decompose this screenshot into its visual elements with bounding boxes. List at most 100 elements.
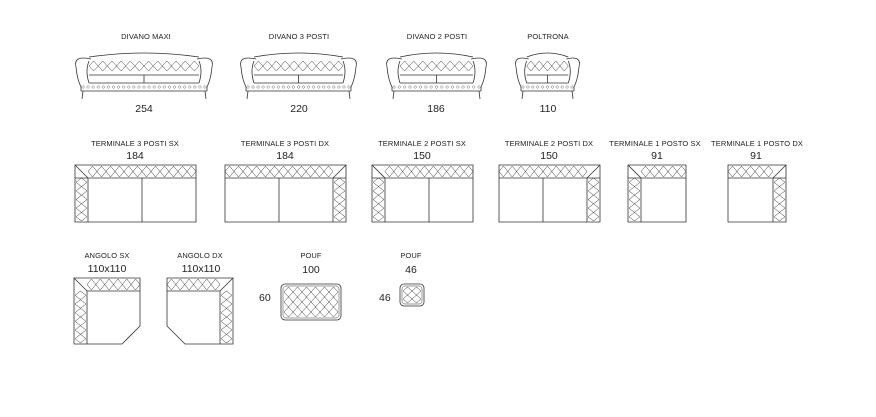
corner-sx xyxy=(73,277,141,345)
front-view-poltrona xyxy=(516,53,580,99)
sofa-leg xyxy=(522,91,523,99)
front-view-width: 110 xyxy=(539,103,557,115)
terminal-width: 91 xyxy=(750,150,762,162)
terminal-5 xyxy=(628,165,686,222)
tufting xyxy=(334,178,345,221)
tufting xyxy=(499,166,587,177)
corner-inner xyxy=(167,291,220,344)
sofa-leg xyxy=(349,91,350,99)
tufting xyxy=(385,166,473,177)
terminal-width: 91 xyxy=(651,150,663,162)
terminal-width: 184 xyxy=(126,150,144,162)
sofa-arm-right xyxy=(566,58,579,87)
terminal-width: 184 xyxy=(276,150,294,162)
corner-name: ANGOLO SX xyxy=(84,251,130,260)
terminal-outline xyxy=(628,165,686,222)
corner-outline xyxy=(73,277,141,345)
tufting xyxy=(641,166,686,177)
tufting xyxy=(88,166,196,177)
terminal-width: 150 xyxy=(413,150,431,162)
front-view-name: DIVANO MAXI xyxy=(121,32,171,41)
sofa-back xyxy=(254,53,343,57)
sofa-arm-left xyxy=(76,58,91,87)
terminal-outline xyxy=(225,165,346,222)
sofa-arm-left xyxy=(241,58,256,87)
terminal-outline xyxy=(75,165,196,222)
front-view-width: 254 xyxy=(135,103,153,115)
terminal-name: TERMINALE 3 POSTI SX xyxy=(91,139,179,148)
terminal-name: TERMINALE 2 POSTI SX xyxy=(378,139,466,148)
sofa-arm-right xyxy=(471,58,486,87)
sofa-back xyxy=(527,53,569,57)
terminal-2 xyxy=(225,165,346,222)
corner-inner xyxy=(87,291,140,344)
corner-dx xyxy=(166,277,234,345)
terminal-name: TERMINALE 1 POSTO SX xyxy=(609,139,701,148)
sofa-tufting xyxy=(254,61,343,71)
tufting xyxy=(373,178,384,221)
front-view-name: DIVANO 2 POSTI xyxy=(406,32,468,41)
sofa-arm-right xyxy=(341,58,356,87)
terminal-outline xyxy=(728,165,786,222)
tufting xyxy=(221,291,232,343)
pouf-outline xyxy=(400,284,424,306)
pouf-width: 46 xyxy=(405,264,417,276)
pouf-name: POUF xyxy=(400,251,422,260)
terminal-4 xyxy=(499,165,600,222)
tufting xyxy=(728,166,773,177)
pouf-name: POUF xyxy=(300,251,322,260)
terminal-6 xyxy=(728,165,786,222)
terminal-1 xyxy=(75,165,196,222)
sofa-leg xyxy=(572,91,573,99)
tufting xyxy=(87,279,140,290)
pouf-width: 100 xyxy=(302,264,320,276)
tufting xyxy=(75,291,86,343)
terminal-width: 150 xyxy=(540,150,558,162)
terminal-name: TERMINALE 1 POSTO DX xyxy=(711,139,803,148)
sofa-back xyxy=(400,53,473,57)
front-view-name: DIVANO 3 POSTI xyxy=(268,32,330,41)
sofa-tufting xyxy=(527,61,569,71)
corner-size: 110x110 xyxy=(181,263,221,275)
front-view-divano-maxi xyxy=(76,53,213,99)
sofa-leg xyxy=(205,91,206,99)
sofa-tufting xyxy=(400,61,473,71)
sofa-leg xyxy=(393,91,394,99)
sofa-arm-left xyxy=(516,58,529,87)
sofa-arm-right xyxy=(197,58,212,87)
tufting xyxy=(588,178,599,221)
terminal-outline xyxy=(372,165,473,222)
pouf-small xyxy=(400,284,424,306)
terminal-name: TERMINALE 3 POSTI DX xyxy=(240,139,330,148)
front-view-width: 220 xyxy=(290,103,308,115)
pouf-depth: 46 xyxy=(379,292,391,304)
terminal-name: TERMINALE 2 POSTI DX xyxy=(504,139,594,148)
front-view-width: 186 xyxy=(427,103,445,115)
front-view-name: POLTRONA xyxy=(527,32,569,41)
terminal-3 xyxy=(372,165,473,222)
sofa-leg xyxy=(82,91,83,99)
sofa-tufting xyxy=(89,61,199,71)
tufting xyxy=(403,287,421,303)
sofa-leg xyxy=(247,91,248,99)
front-view-divano-3-posti xyxy=(241,53,357,99)
tufting xyxy=(774,178,785,221)
tufting xyxy=(225,166,333,177)
corner-name: ANGOLO DX xyxy=(177,251,223,260)
front-view-divano-2-posti xyxy=(387,53,487,99)
pouf-outline xyxy=(281,284,341,320)
pouf-depth: 60 xyxy=(259,292,271,304)
tufting xyxy=(167,279,220,290)
terminal-outline xyxy=(499,165,600,222)
sofa-arm-left xyxy=(387,58,402,87)
corner-outline xyxy=(166,277,234,345)
sofa-back xyxy=(89,53,199,57)
corner-size: 110x110 xyxy=(87,263,127,275)
sofa-leg xyxy=(479,91,480,99)
tufting xyxy=(76,178,87,221)
tufting xyxy=(629,178,640,221)
tufting xyxy=(284,287,338,317)
pouf-large xyxy=(281,284,341,320)
